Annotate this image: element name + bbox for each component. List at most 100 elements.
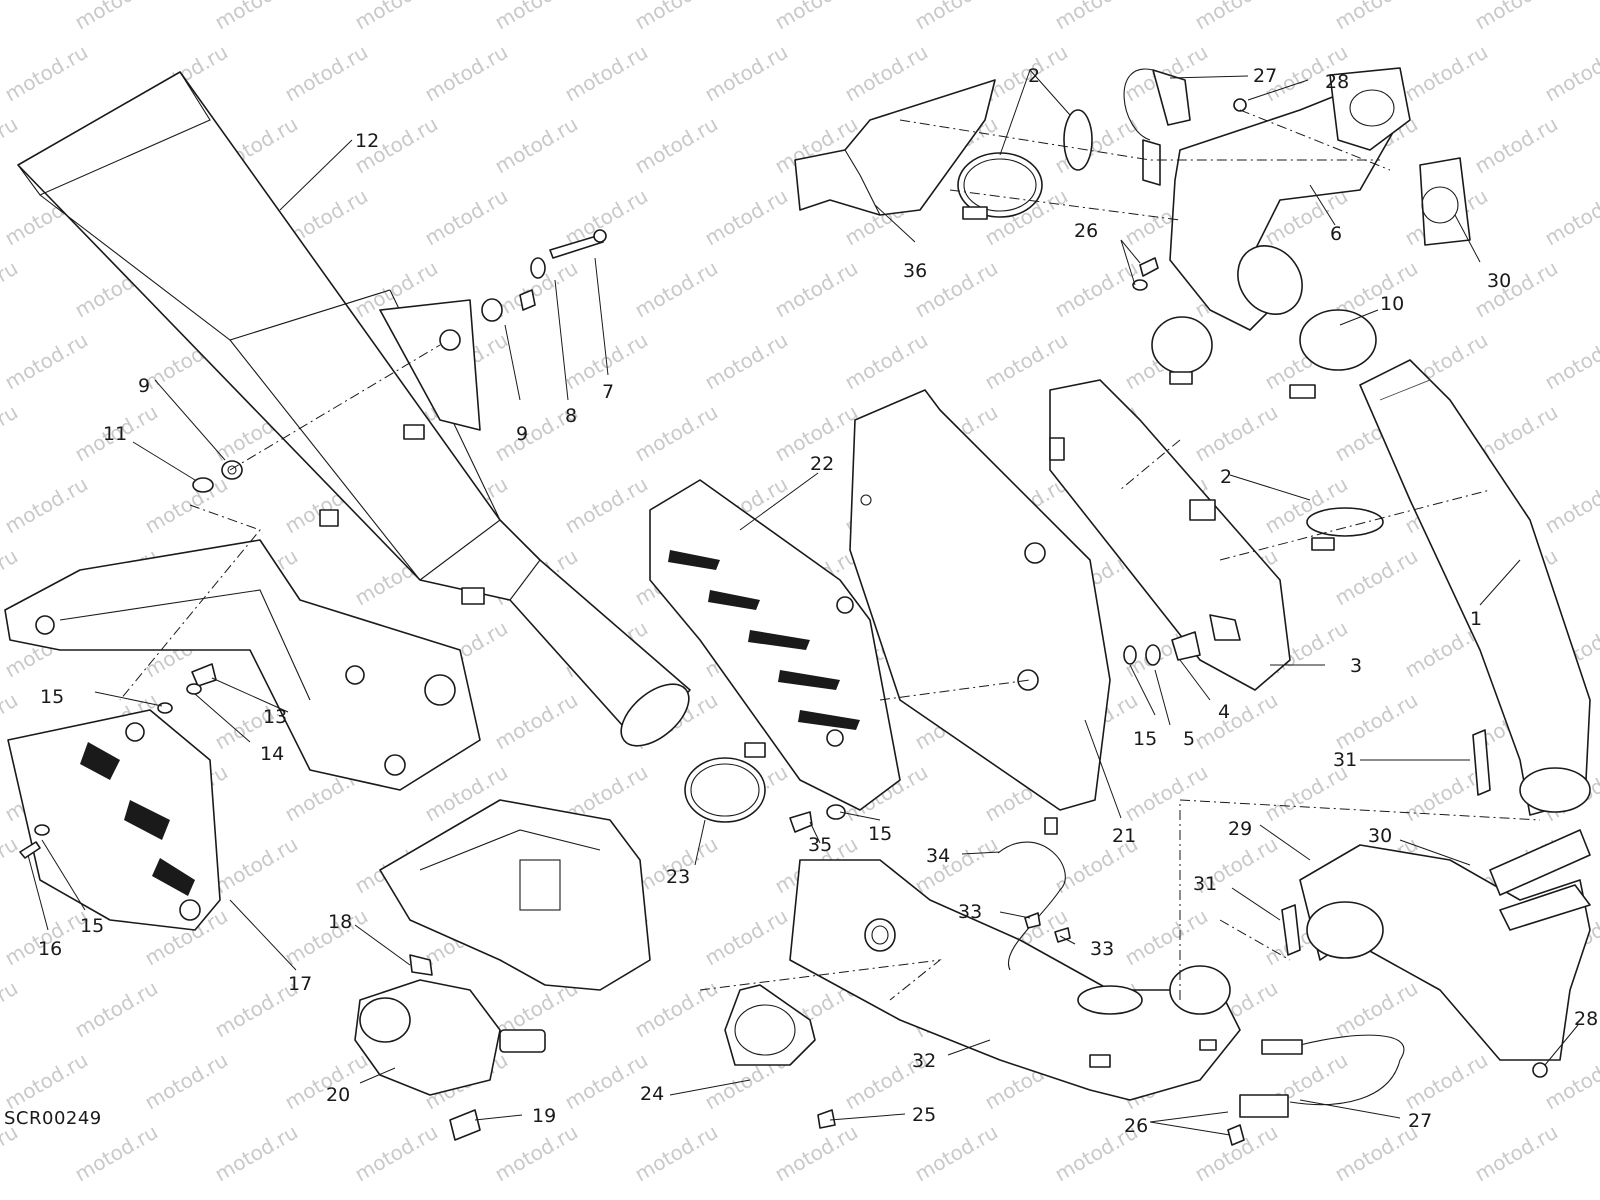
watermark-text: motod.ru (701, 1192, 792, 1200)
callout-15-shield: 15 (80, 915, 104, 937)
watermark-text: motod.ru (911, 0, 1002, 34)
callout-22: 22 (810, 453, 834, 475)
header-pipe-part-6 (1123, 67, 1471, 331)
watermark-text: motod.ru (0, 976, 22, 1043)
watermark-text: motod.ru (491, 688, 582, 755)
callout-33-right: 33 (1090, 938, 1114, 960)
callout-33-left: 33 (958, 901, 982, 923)
watermark-text: motod.ru (1191, 688, 1282, 755)
heat-shield-part-17 (7, 709, 221, 931)
watermark-text: motod.ru (631, 400, 722, 467)
watermark-text: motod.ru (981, 40, 1072, 107)
watermark-text: motod.ru (281, 904, 372, 971)
watermark-text: motod.ru (1, 904, 92, 971)
callout-35: 35 (808, 834, 832, 856)
watermark-text: motod.ru (981, 328, 1072, 395)
watermark-text: motod.ru (1541, 472, 1600, 539)
watermark-text: motod.ru (1, 40, 92, 107)
watermark-text: motod.ru (421, 1192, 512, 1200)
watermark-text: motod.ru (211, 832, 302, 899)
callout-15-middle: 15 (1133, 728, 1157, 750)
watermark-text: motod.ru (771, 0, 862, 34)
callout-27-bottom: 27 (1408, 1110, 1432, 1132)
watermark-text: motod.ru (141, 1048, 232, 1115)
watermark-text: motod.ru (1051, 256, 1142, 323)
callout-27-top: 27 (1253, 65, 1277, 87)
watermark-text: motod.ru (1, 328, 92, 395)
collector-part-32 (789, 859, 1241, 1101)
callout-20: 20 (326, 1084, 350, 1106)
sensor-wiring (997, 817, 1405, 1146)
watermark-text: motod.ru (631, 112, 722, 179)
watermark-text: motod.ru (561, 1192, 652, 1200)
callout-32: 32 (912, 1050, 936, 1072)
watermark-text: motod.ru (1331, 688, 1422, 755)
callout-11: 11 (103, 423, 127, 445)
shield-part-24 (724, 984, 816, 1066)
callout-5: 5 (1183, 728, 1195, 750)
callout-23: 23 (666, 866, 690, 888)
exhaust-valve-servo (354, 954, 546, 1141)
watermark-text: motod.ru (1331, 0, 1422, 34)
watermark-text: motod.ru (631, 0, 722, 34)
watermark-text: motod.ru (421, 184, 512, 251)
heat-guard-part-21 (849, 389, 1111, 811)
callout-14: 14 (260, 743, 284, 765)
watermark-text: motod.ru (1261, 1192, 1352, 1200)
watermark-text: motod.ru (141, 1192, 232, 1200)
watermark-text: motod.ru (1331, 544, 1422, 611)
callout-30-top: 30 (1487, 270, 1511, 292)
callout-34: 34 (926, 845, 950, 867)
callout-leaders (27, 69, 1579, 1136)
callout-17: 17 (288, 973, 312, 995)
watermark-text: motod.ru (561, 1048, 652, 1115)
callout-15-guard: 15 (868, 823, 892, 845)
watermark-text: motod.ru (561, 40, 652, 107)
watermark-text: motod.ru (1471, 0, 1562, 34)
callout-8: 8 (565, 405, 577, 427)
watermark-text: motod.ru (631, 1120, 722, 1187)
watermark-text: motod.ru (0, 112, 22, 179)
watermark-text: motod.ru (1, 1192, 92, 1200)
watermark-text: motod.ru (1401, 1192, 1492, 1200)
watermark-text: motod.ru (1541, 328, 1600, 395)
mount-bracket (379, 799, 651, 991)
watermark-text: motod.ru (0, 256, 22, 323)
clamps (684, 109, 1384, 823)
watermark-text: motod.ru (491, 0, 582, 34)
watermark-text: motod.ru (631, 832, 722, 899)
watermark-text: motod.ru (841, 40, 932, 107)
watermark-text: motod.ru (71, 0, 162, 34)
callout-6: 6 (1330, 223, 1342, 245)
watermark-text: motod.ru (1541, 40, 1600, 107)
watermark-text: motod.ru (491, 1120, 582, 1187)
callout-18: 18 (328, 911, 352, 933)
callout-31-left: 31 (1193, 873, 1217, 895)
callout-16: 16 (38, 938, 62, 960)
pipe-part-29 (1281, 829, 1591, 1078)
watermark-text: motod.ru (0, 544, 22, 611)
callout-26-bottom: 26 (1124, 1115, 1148, 1137)
watermark-text: motod.ru (71, 1120, 162, 1187)
watermark-text: motod.ru (281, 40, 372, 107)
watermark-text: motod.ru (631, 256, 722, 323)
watermark-text: motod.ru (141, 472, 232, 539)
callout-9-right: 9 (516, 423, 528, 445)
callout-21: 21 (1112, 825, 1136, 847)
watermark-text: motod.ru (981, 1192, 1072, 1200)
watermark-text: motod.ru (1, 472, 92, 539)
watermark-text: motod.ru (841, 328, 932, 395)
watermark-text: motod.ru (1, 1048, 92, 1115)
heat-guard-part-22 (649, 479, 901, 811)
watermark-text: motod.ru (281, 1192, 372, 1200)
watermark-text: motod.ru (421, 40, 512, 107)
watermark-text: motod.ru (0, 1120, 22, 1187)
watermark-text: motod.ru (1541, 184, 1600, 251)
watermark-text: motod.ru (701, 904, 792, 971)
watermark-text: motod.ru (631, 976, 722, 1043)
watermark-text: motod.ru (701, 40, 792, 107)
watermark-text: motod.ru (1471, 256, 1562, 323)
watermark-text: motod.ru (1121, 760, 1212, 827)
